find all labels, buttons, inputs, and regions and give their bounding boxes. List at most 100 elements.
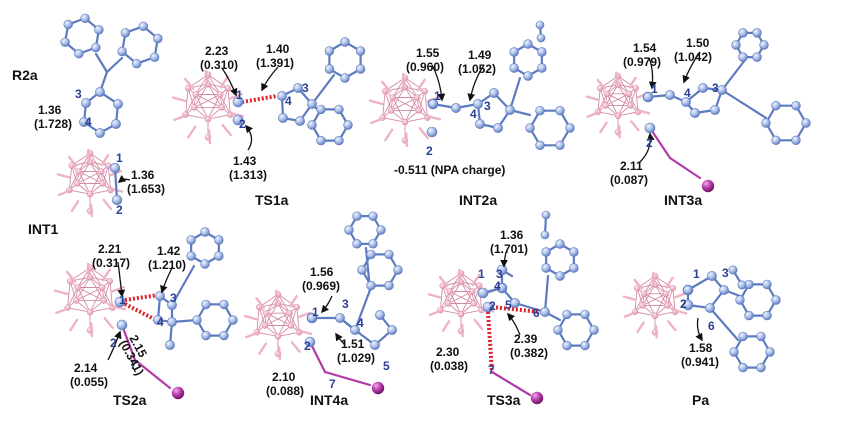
cage-edge bbox=[460, 291, 473, 315]
carbon-atom bbox=[555, 271, 565, 281]
cage-edge bbox=[107, 165, 112, 191]
carbon-atom bbox=[219, 330, 229, 341]
structure-label-int3a: INT3a bbox=[664, 192, 703, 208]
cage-edge bbox=[193, 94, 221, 108]
cage-edge bbox=[672, 288, 676, 312]
carbon-atom bbox=[153, 315, 163, 325]
atom-number-1: 1 bbox=[116, 151, 123, 165]
cage-edge bbox=[597, 111, 619, 117]
cage-edge bbox=[109, 281, 113, 308]
carbon-atom bbox=[473, 99, 483, 109]
carbon-atom bbox=[752, 52, 762, 62]
metal-bond bbox=[120, 323, 137, 362]
carborane-cage bbox=[171, 69, 245, 145]
bond-length: 2.11 bbox=[620, 159, 643, 173]
carbon-atom bbox=[451, 103, 461, 113]
atom-number-4: 4 bbox=[470, 107, 477, 121]
bond-order: (1.653) bbox=[127, 182, 166, 196]
cage-edge bbox=[390, 97, 418, 111]
carbon-atom bbox=[74, 49, 84, 59]
cage-edge bbox=[382, 97, 394, 118]
atom-number-7: 7 bbox=[329, 377, 336, 391]
carbon-atom bbox=[355, 64, 366, 74]
cage-edge bbox=[384, 91, 392, 111]
bh-vertex bbox=[586, 111, 600, 118]
boron-atom bbox=[603, 90, 611, 98]
bond-length: 1.56 bbox=[310, 265, 334, 279]
cage-edge bbox=[404, 77, 418, 98]
cage-edge bbox=[643, 293, 656, 317]
bh-vertex bbox=[66, 270, 77, 283]
cage-edge bbox=[256, 312, 267, 333]
carbon-atom bbox=[690, 108, 700, 118]
bond bbox=[543, 274, 550, 314]
bond-order: (1.391) bbox=[256, 56, 295, 70]
atom-number-3: 3 bbox=[722, 266, 729, 280]
atom-number-7: 7 bbox=[130, 358, 137, 372]
cage-edge bbox=[605, 93, 630, 106]
bh-vertex bbox=[184, 77, 195, 90]
cage-edge bbox=[89, 152, 109, 167]
cage-edge bbox=[89, 267, 103, 288]
bond-arrow bbox=[221, 67, 238, 97]
cage-edge bbox=[635, 88, 639, 112]
bond-length: 1.49 bbox=[468, 48, 492, 62]
cage-edge bbox=[89, 161, 104, 184]
cage-edge bbox=[78, 171, 91, 195]
atom-number-5: 5 bbox=[383, 359, 390, 373]
carbon-atom bbox=[304, 336, 316, 348]
bh-vertex bbox=[208, 129, 212, 145]
carbon-atom bbox=[200, 259, 210, 269]
cage-edge bbox=[617, 111, 639, 117]
carbon-atom bbox=[698, 83, 708, 93]
atom-number-4: 4 bbox=[684, 86, 691, 100]
carbon-atom bbox=[63, 19, 73, 30]
boron-atom bbox=[100, 297, 108, 304]
bond-length: 2.21 bbox=[98, 242, 122, 256]
bond-order: (1.313) bbox=[229, 168, 268, 182]
carbon-atom bbox=[307, 99, 317, 109]
carbon-atom bbox=[95, 87, 105, 97]
carbon-atom bbox=[155, 291, 165, 301]
carbon-atom bbox=[707, 271, 717, 281]
structure-label-int4a: INT4a bbox=[310, 392, 349, 408]
bh-vertex bbox=[173, 114, 188, 122]
cage-edge bbox=[654, 311, 676, 317]
cage-edge bbox=[195, 94, 209, 120]
carbon-atom bbox=[384, 280, 394, 291]
carbon-atom bbox=[537, 63, 547, 73]
carbon-atom bbox=[771, 135, 781, 146]
carbon-atom bbox=[366, 280, 376, 291]
carborane-cage bbox=[56, 148, 124, 218]
bh-vertex bbox=[297, 311, 312, 319]
bh-vertex bbox=[187, 125, 197, 139]
bond bbox=[170, 264, 196, 307]
bh-vertex bbox=[633, 278, 643, 290]
carbon-atom bbox=[428, 99, 438, 109]
bh-vertex bbox=[101, 268, 111, 282]
bond-length: 1.40 bbox=[266, 42, 290, 56]
cage-edge bbox=[643, 293, 668, 306]
bh-vertex bbox=[636, 321, 645, 334]
carbon-atom bbox=[113, 99, 123, 109]
boron-atom bbox=[286, 309, 293, 317]
carbon-atom bbox=[384, 249, 394, 260]
atom-number-1: 1 bbox=[651, 82, 658, 96]
metal-bond bbox=[490, 370, 532, 397]
carbon-atom bbox=[643, 92, 653, 102]
cage-edge bbox=[606, 93, 631, 106]
bh-vertex bbox=[623, 311, 637, 318]
bond-order: (1.701) bbox=[490, 242, 529, 256]
carbon-atom bbox=[352, 239, 362, 249]
bond-order: (0.382) bbox=[510, 346, 549, 360]
cage-edge bbox=[654, 275, 674, 289]
cage-edge bbox=[439, 291, 451, 311]
structure-label-int2a: INT2a bbox=[459, 192, 498, 208]
carbon-atom bbox=[738, 331, 748, 342]
carbon-atom bbox=[165, 340, 175, 350]
boron-atom bbox=[476, 282, 483, 289]
cage-edge bbox=[193, 83, 209, 108]
bond-length: 1.36 bbox=[131, 168, 155, 182]
cage-edge bbox=[460, 281, 475, 304]
bond-arrow bbox=[261, 66, 279, 92]
